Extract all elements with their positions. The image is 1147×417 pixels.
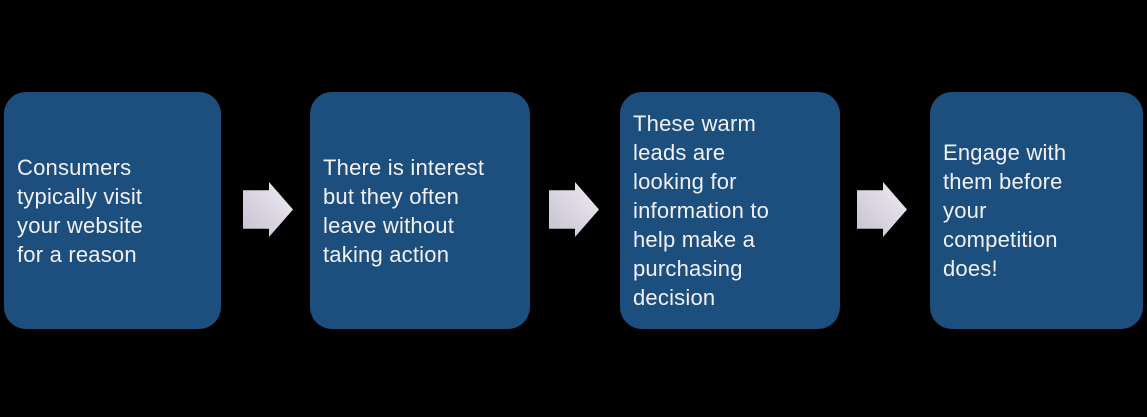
step-box-3: These warm leads are looking for informa… [620,92,840,329]
right-block-arrow-icon [857,182,907,237]
step-4-text: Engage with them before your competition… [943,140,1067,281]
step-2-text: There is interest but they often leave w… [323,154,485,267]
step-box-1: Consumers typically visit your website f… [4,92,221,329]
right-block-arrow-icon [549,182,599,237]
right-block-arrow-icon [243,182,293,237]
step-box-4: Engage with them before your competition… [930,92,1143,329]
step-3-text: These warm leads are looking for informa… [633,111,770,310]
step-box-2: There is interest but they often leave w… [310,92,530,329]
step-1-text: Consumers typically visit your website f… [17,154,143,267]
